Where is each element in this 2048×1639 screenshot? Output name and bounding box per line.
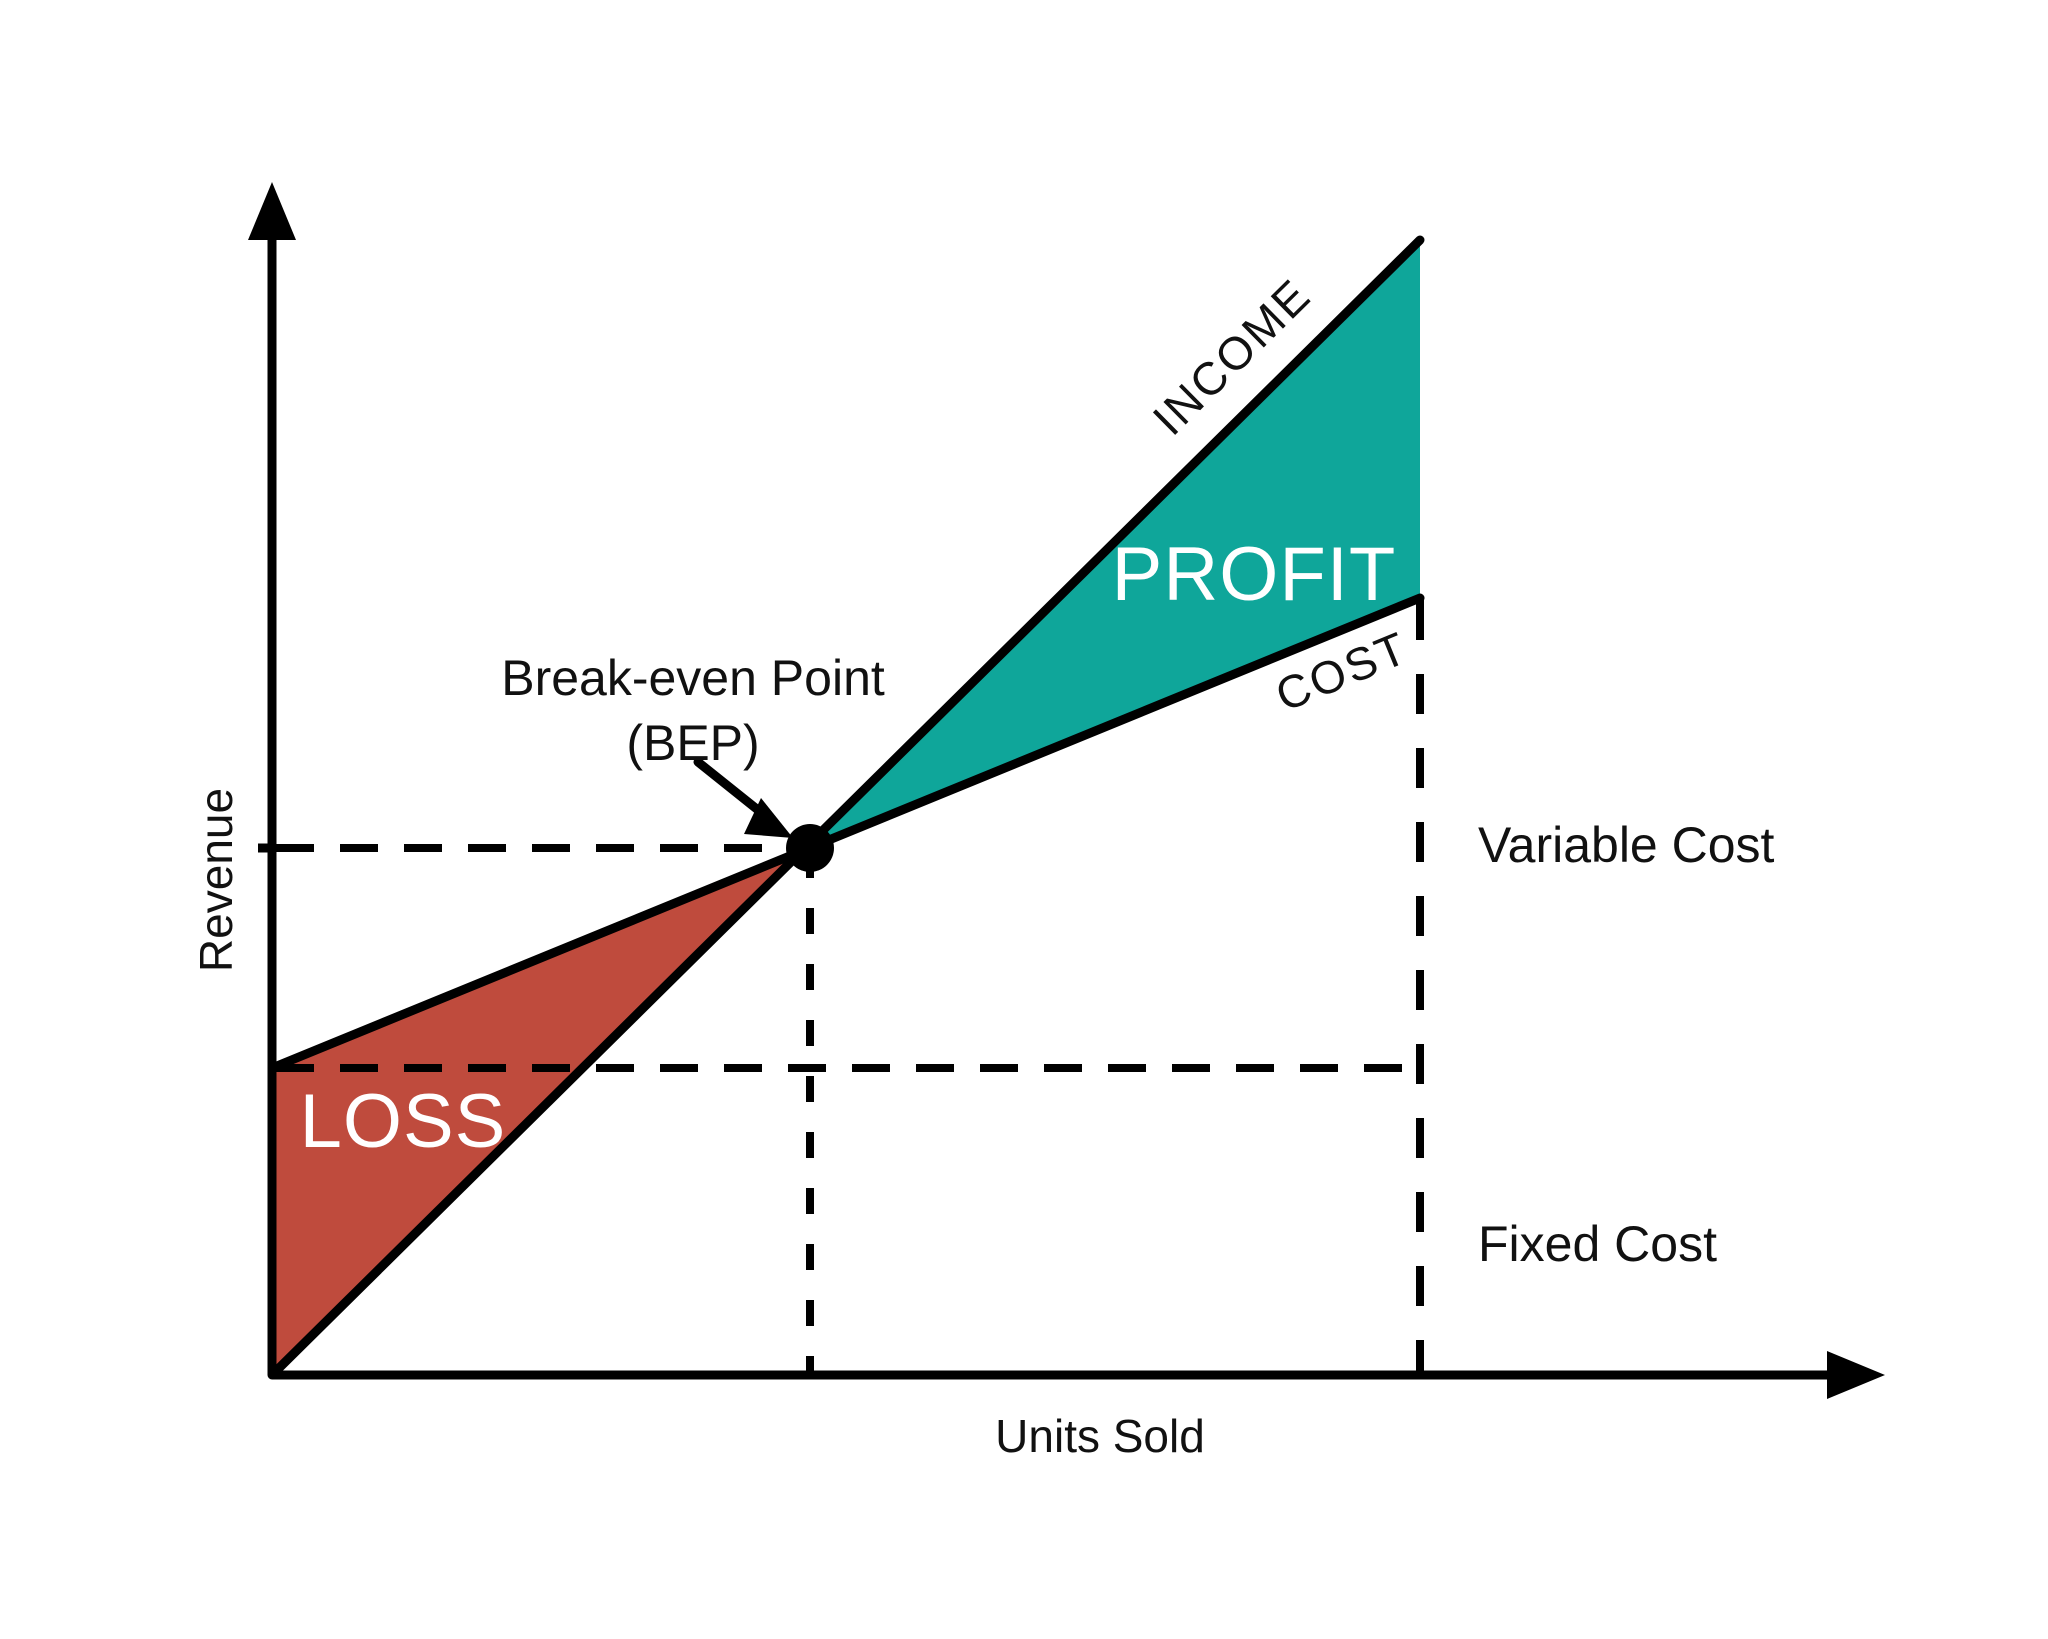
fixed-cost-label: Fixed Cost <box>1478 1216 1717 1272</box>
bep-annotation-line1: Break-even Point <box>501 650 885 706</box>
loss-region-label: LOSS <box>300 1079 507 1164</box>
x-axis-label: Units Sold <box>995 1410 1205 1462</box>
bep-arrow-head-icon <box>744 798 793 838</box>
break-even-point-marker[interactable] <box>786 824 834 872</box>
profit-region-label: PROFIT <box>1112 532 1397 617</box>
x-axis-arrow-icon <box>1827 1351 1885 1399</box>
y-axis-arrow-icon <box>248 182 296 240</box>
variable-cost-label: Variable Cost <box>1478 817 1775 873</box>
y-axis-label: Revenue <box>190 788 242 972</box>
bep-annotation-line2: (BEP) <box>626 715 759 771</box>
income-line <box>267 235 1425 1380</box>
cost-line <box>267 593 1425 1073</box>
